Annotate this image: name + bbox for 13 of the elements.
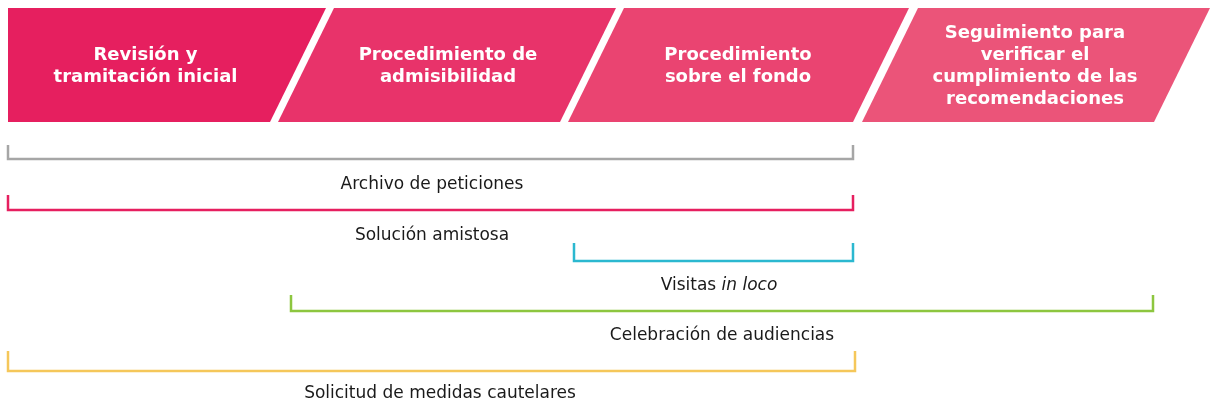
bracket-label: Solución amistosa — [354, 224, 510, 244]
stage-title: Seguimiento para verificar el cumplimiento de las recomendaciones — [931, 21, 1139, 109]
stage-title: Procedimiento de admisibilidad — [357, 43, 539, 87]
bracket-label: Celebración de audiencias — [609, 324, 835, 344]
stage-title: Procedimiento sobre el fondo — [663, 43, 813, 87]
stage-box — [8, 8, 326, 122]
bracket-label: Visitas in loco — [660, 274, 778, 294]
stage-title: Revisión y tramitación inicial — [52, 43, 239, 87]
bracket-label: Archivo de peticiones — [340, 173, 524, 193]
bracket-label: Solicitud de medidas cautelares — [304, 382, 576, 402]
stage-box — [862, 8, 1210, 122]
stage-box — [278, 8, 616, 122]
stage-box — [568, 8, 909, 122]
